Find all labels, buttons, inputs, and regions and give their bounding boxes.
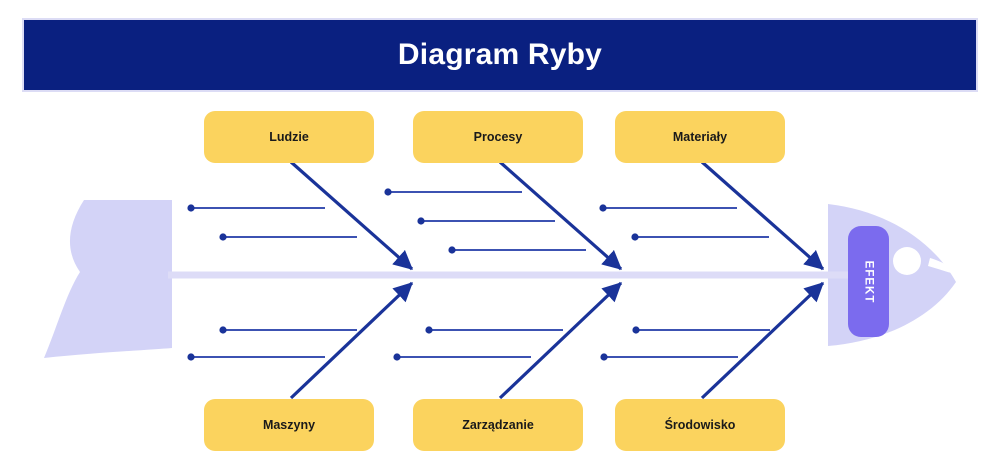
fish-tail xyxy=(44,200,172,358)
category-label-ludzie: Ludzie xyxy=(269,130,309,144)
category-box-procesy[interactable]: Procesy xyxy=(413,111,583,163)
cause-line-srodowisko-2 xyxy=(600,353,738,361)
category-label-materialy: Materiały xyxy=(672,130,728,144)
category-label-srodowisko: Środowisko xyxy=(664,418,736,432)
cause-line-ludzie-2 xyxy=(219,233,357,241)
effect-label: EFEKT xyxy=(862,260,875,303)
category-box-materialy[interactable]: Materiały xyxy=(615,111,785,163)
fish-eye xyxy=(893,247,921,275)
fish-mouth xyxy=(928,258,956,274)
connector-arrow-procesy xyxy=(498,160,623,271)
category-box-zarzadzanie[interactable]: Zarządzanie xyxy=(413,399,583,451)
title-banner: Diagram Ryby xyxy=(22,18,978,92)
connector-arrow-srodowisko xyxy=(700,281,825,400)
connector-arrow-maszyny xyxy=(289,281,414,400)
cause-line-procesy-3 xyxy=(448,246,586,254)
category-box-maszyny[interactable]: Maszyny xyxy=(204,399,374,451)
cause-line-materialy-1 xyxy=(599,204,737,212)
page-title: Diagram Ryby xyxy=(397,38,603,71)
connector-arrow-materialy xyxy=(700,160,825,271)
cause-line-maszyny-1 xyxy=(219,326,357,334)
cause-line-srodowisko-1 xyxy=(632,326,770,334)
cause-line-zarzadzanie-2 xyxy=(393,353,531,361)
cause-line-ludzie-1 xyxy=(187,204,325,212)
category-label-maszyny: Maszyny xyxy=(262,418,316,432)
connector-arrow-ludzie xyxy=(289,160,414,271)
connector-arrow-zarzadzanie xyxy=(498,281,623,400)
category-label-zarzadzanie: Zarządzanie xyxy=(462,418,534,432)
category-box-srodowisko[interactable]: Środowisko xyxy=(615,399,785,451)
category-box-ludzie[interactable]: Ludzie xyxy=(204,111,374,163)
effect-badge[interactable]: EFEKT xyxy=(848,226,889,337)
category-label-procesy: Procesy xyxy=(473,130,523,144)
cause-line-maszyny-2 xyxy=(187,353,325,361)
cause-line-procesy-2 xyxy=(417,217,555,225)
cause-line-procesy-1 xyxy=(384,188,522,196)
cause-line-zarzadzanie-1 xyxy=(425,326,563,334)
cause-line-materialy-2 xyxy=(631,233,769,241)
